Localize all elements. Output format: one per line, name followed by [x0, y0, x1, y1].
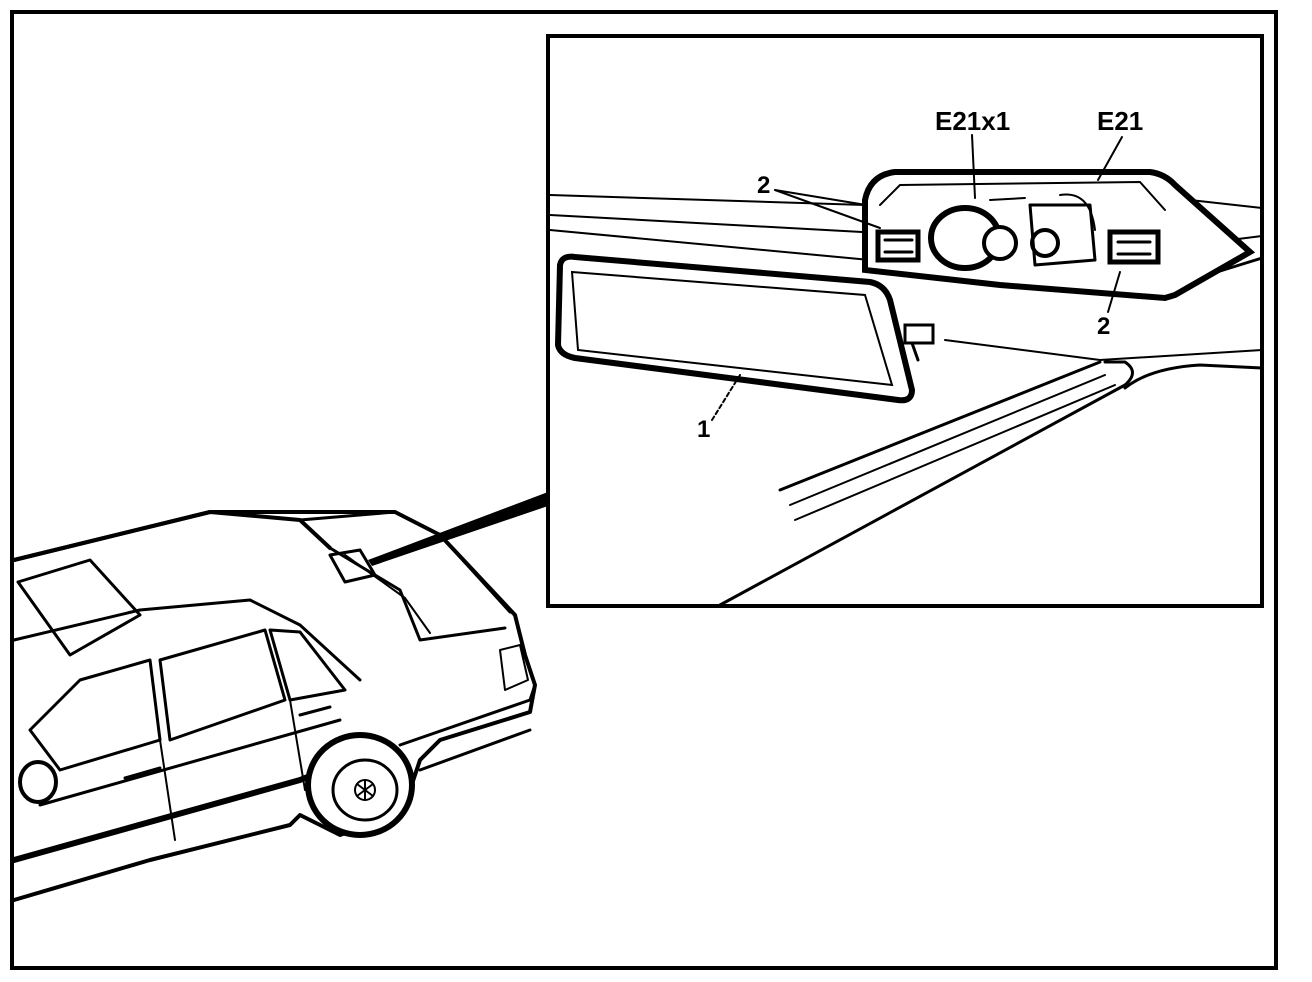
detail-inset: E21x1 E21 2 2 1	[546, 34, 1264, 608]
label-part-2-left: 2	[757, 172, 770, 199]
label-e21x1: E21x1	[935, 106, 1010, 136]
brake-lamp-housing	[862, 169, 1256, 302]
detail-leader-wedge	[368, 492, 548, 566]
label-e21: E21	[1097, 106, 1143, 136]
leader-lines	[711, 134, 1123, 421]
lens-cover	[554, 253, 935, 404]
label-part-1: 1	[697, 416, 710, 443]
car-illustration	[11, 510, 537, 902]
label-part-2-right: 2	[1097, 313, 1110, 340]
